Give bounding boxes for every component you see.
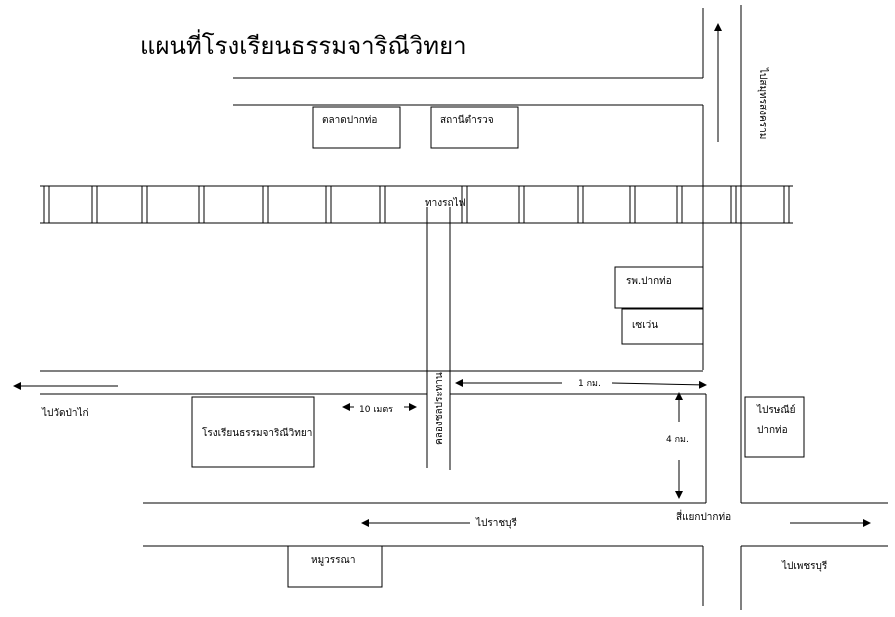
post-office-label-2: ปากท่อ [757, 425, 788, 436]
village-label: หมูวรรณา [311, 555, 356, 566]
distance-1km-label: 1 กม. [578, 379, 601, 389]
railway-track [40, 185, 793, 224]
to-ratchaburi-label: ไปราชบุรี [476, 518, 517, 529]
village-box [287, 545, 383, 588]
police-box [430, 106, 519, 149]
canal-label: คลองชลประทาน [434, 372, 445, 445]
intersection-label: สี่แยกปากท่อ [676, 512, 732, 523]
distance-4km-label: 4 กม. [666, 435, 689, 445]
seven-label: เซเว่น [632, 320, 659, 331]
police-label: สถานีตำรวจ [440, 115, 494, 126]
railway-label: ทางรถไฟ [425, 198, 466, 209]
post-office-box [744, 396, 805, 458]
arrow-1km-right [611, 380, 707, 389]
to-phetchaburi-label: ไปเพชรบุรี [782, 561, 828, 572]
hospital-label: รพ.ปากท่อ [626, 276, 672, 287]
market-box [312, 106, 401, 149]
hospital-box [614, 266, 704, 309]
school-label: โรงเรียนธรรมจาริณีวิทยา [202, 428, 313, 439]
post-office-label-1: ไปรษณีย์ [757, 405, 796, 416]
distance-10m-label: 10 เมตร [359, 405, 394, 415]
seven-box [621, 308, 704, 345]
to-wat-pa-kai-label: ไปวัดป่าไก่ [42, 408, 89, 419]
map-title: แผนที่โรงเรียนธรรมจาริณีวิทยา [140, 32, 467, 60]
school-box [191, 396, 315, 468]
market-label: ตลาดปากท่อ [322, 115, 378, 126]
to-suphan-label: ไปสมุทรสงคราม [757, 68, 768, 140]
